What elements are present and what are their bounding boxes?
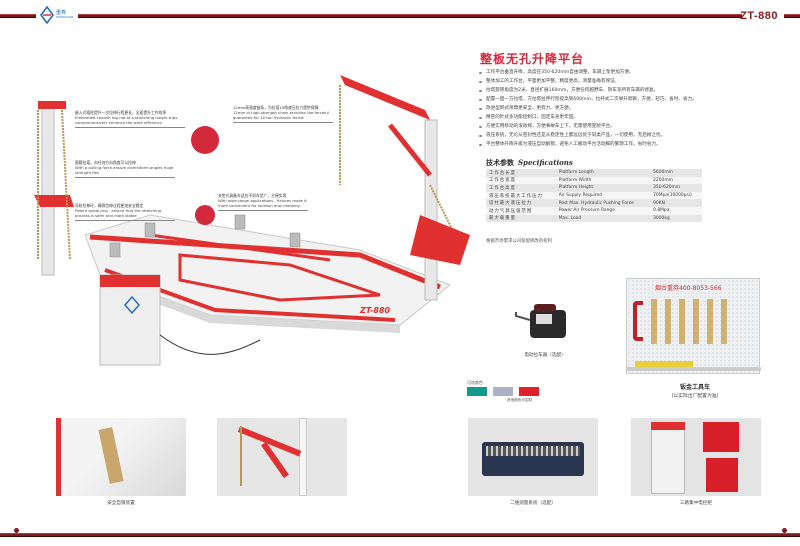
spec-en: Platform Height: [555, 184, 651, 192]
thumb-control-cabinet: [631, 418, 761, 496]
brand-logo: 重券 ZHONGQUAN: [40, 5, 74, 26]
footer-rule: [0, 533, 800, 537]
feature-item: 整体加工的工作台，平面更加平整，精度更高，测量准确有保证。: [478, 77, 738, 86]
swatch-teal: [467, 387, 487, 396]
color-swatches: [467, 387, 539, 396]
feature-item: 平台整体升降升级为液压自动解锁，避免人工搬动平台活动脚的繁琐工作，省时省力。: [478, 140, 738, 149]
thumb-caption: 安全自锁装置: [107, 501, 135, 506]
spec-zh: 最大载重量: [486, 214, 556, 223]
tool-clamp-icon: [633, 301, 643, 341]
feature-item: 液压系统，无论从密封性还是从稳定性上都远远优于同类产品，一切使用，无后顾之忧。: [478, 131, 738, 140]
feature-item: 工作平台垂直升降，高度在350-620mm自由调整，车辆上架更加方便。: [478, 68, 738, 77]
spec-zh: 工作台长度: [486, 169, 556, 177]
header-rule-left: [0, 14, 36, 18]
feature-item: 配置一固一方拉塔，方拉塔拉伸行程提高到600mm，拉杆式二次举升新颖，方便、轻巧…: [478, 95, 738, 104]
model-number: ZT-880: [740, 10, 778, 22]
spec-value: 350-620mm: [650, 184, 702, 192]
feature-item: 精密的针式多功能控制口，固定车身更牢固。: [478, 113, 738, 122]
tool-cart-caption: 钣金工具车: [679, 384, 710, 391]
spec-zh: 塔柱最大液压拉力: [486, 199, 556, 207]
winch-image: [515, 304, 566, 338]
brand-sub: ZHONGQUAN: [56, 16, 74, 19]
header-rule-right: [784, 14, 800, 18]
callout-en: Patent guide-ring , ensure that the stre…: [75, 208, 162, 218]
spec-value: 0.8Mpa: [650, 206, 702, 215]
callout-en: 12mm of high-strength chain provides the…: [233, 110, 329, 120]
specs-heading-zh: 技术参数: [486, 159, 514, 167]
callout-en: With wide-range applications , fixtures …: [218, 198, 307, 208]
tool-board-text: 烟台重券400-8053-566: [655, 285, 722, 292]
brand-name: 重券: [56, 10, 67, 16]
thumb-safety-lock: [56, 418, 186, 496]
spec-en: Air Supply Required: [555, 191, 651, 200]
spec-en: Power Air Pressure Range: [555, 206, 651, 215]
thumb-measuring-system: [468, 418, 598, 496]
spec-en: Platform Width: [555, 176, 651, 185]
spec-zh: 动力气源压强范围: [486, 206, 556, 215]
cart-base: [627, 367, 761, 371]
spec-value: 3000kg: [650, 214, 702, 223]
callout-zh: 夹钳式具备车适应不同车型广，方便实用: [218, 193, 287, 198]
callout-zh: 12mm高强度链条，为拉塔10吨液压拉力提供保障: [233, 105, 319, 110]
platform-label: ZT-880: [359, 306, 391, 315]
tool-tray: [635, 361, 693, 367]
winch-caption: 电动拉车器（选配）: [524, 353, 566, 358]
spec-value: 90KN: [650, 199, 702, 207]
callout-zh: 导轮拉伸环，确保拉伸过程更加安全稳定: [75, 203, 144, 208]
callout-en: Embedded column top rod of a stretching …: [75, 115, 179, 125]
tools-icon: [651, 299, 731, 344]
color-label: 可选颜色: [467, 380, 483, 385]
thumb-caption: 三路集中电控柜: [679, 501, 713, 506]
spec-en: Max. Load: [555, 214, 651, 223]
color-note: 其他颜色可定制: [507, 398, 533, 402]
thumb-caption: 二维测量系统（选配）: [510, 501, 556, 506]
spec-value: 70Mpa(10000psi): [650, 191, 702, 200]
feature-item: 方便实用移动的滚动梯，方便事故车上下，无需使用变频平台。: [478, 122, 738, 131]
spec-value: 5600mm: [650, 169, 702, 177]
logo-mark-icon: [40, 5, 54, 25]
frame-machine-illustration: ZT-880: [34, 75, 470, 366]
product-title: 整板无孔升降平台: [480, 52, 585, 66]
swatch-red: [519, 387, 539, 396]
swatch-grey: [493, 387, 513, 396]
feature-item: 改进型新式吊臂更安全、更有力、更方便。: [478, 104, 738, 113]
callout-en: With a pulling force,ensure diversiform …: [75, 165, 174, 175]
spec-en: Post Max. Hydraulic Pushing Force: [555, 199, 651, 207]
thumb-arm: [217, 418, 347, 496]
specs-note: 根据市场需求公司保留修改的权利: [486, 239, 552, 244]
specs-heading: 技术参数 Specifications: [486, 158, 573, 168]
spec-zh: 工作台宽度: [486, 176, 556, 185]
spec-value: 2200mm: [650, 176, 702, 185]
callout-zh: 围箍拉塔，向任何方向角度可以拉伸: [75, 160, 136, 165]
page-marker-right: [782, 528, 787, 533]
feature-list: 工作平台垂直升降，高度在350-620mm自由调整，车辆上架更加方便。 整体加工…: [478, 68, 738, 149]
tool-cart-sub: (以实际出厂配置为准): [671, 394, 719, 399]
header-rule: [78, 14, 742, 18]
spec-zh: 工作台高度: [486, 184, 556, 192]
spec-en: Platform Length: [555, 169, 651, 177]
spec-zh: 液压系统最大工作压力: [486, 191, 556, 200]
callout-zh: 嵌入式塔柱提升一次拉伸行程更长，全面提升工作效率: [75, 110, 167, 115]
specs-heading-en: Specifications: [518, 158, 573, 167]
page-marker-left: [14, 528, 19, 533]
tool-cart-image: 烟台重券400-8053-566: [626, 278, 761, 374]
feature-item: 拉塔旋转角度为2米，直径扩展160mm，方便任何越野车、轿车等所有车辆的修复。: [478, 86, 738, 95]
